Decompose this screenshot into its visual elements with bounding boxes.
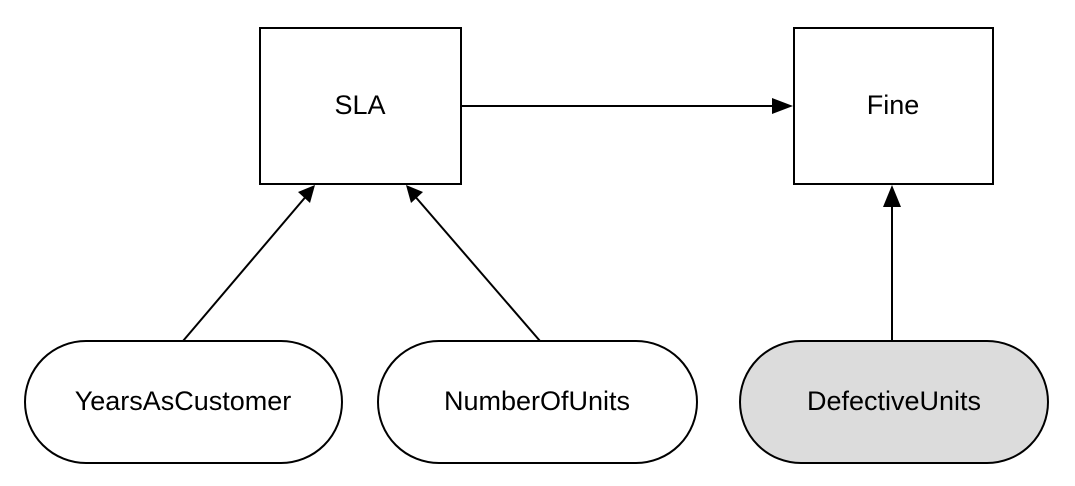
edge-sla-to-fine[interactable] xyxy=(461,98,793,114)
edge-yearsascustomer-to-sla-line xyxy=(182,193,309,342)
node-numberofunits[interactable]: NumberOfUnits xyxy=(377,340,698,464)
edge-numberofunits-to-sla-arrowhead xyxy=(406,185,423,203)
node-fine[interactable]: Fine xyxy=(793,27,994,185)
node-yearsascustomer-label: YearsAsCustomer xyxy=(75,386,292,416)
edge-defectiveunits-to-fine[interactable] xyxy=(883,185,901,341)
edge-yearsascustomer-to-sla[interactable] xyxy=(182,185,315,342)
node-numberofunits-shape xyxy=(377,340,698,464)
node-yearsascustomer-shape xyxy=(24,340,343,464)
node-sla-label: SLA xyxy=(334,90,385,120)
edges-layer xyxy=(182,98,901,342)
node-defectiveunits-label: DefectiveUnits xyxy=(807,386,981,416)
node-defectiveunits-shape xyxy=(739,340,1049,464)
edge-numberofunits-to-sla[interactable] xyxy=(406,185,541,342)
edge-defectiveunits-to-fine-arrowhead xyxy=(883,185,901,207)
node-yearsascustomer[interactable]: YearsAsCustomer xyxy=(24,340,343,464)
node-sla[interactable]: SLA xyxy=(259,27,462,185)
nodes-layer: SLA Fine YearsAsCustomer NumberOfUnits D… xyxy=(24,27,1049,464)
edge-numberofunits-to-sla-line xyxy=(412,193,541,342)
node-fine-shape xyxy=(793,27,994,185)
edge-sla-to-fine-arrowhead xyxy=(772,98,793,114)
node-defectiveunits[interactable]: DefectiveUnits xyxy=(739,340,1049,464)
node-fine-label: Fine xyxy=(867,90,920,120)
node-numberofunits-label: NumberOfUnits xyxy=(444,386,630,416)
edge-yearsascustomer-to-sla-arrowhead xyxy=(298,185,315,203)
node-sla-shape xyxy=(259,27,462,185)
